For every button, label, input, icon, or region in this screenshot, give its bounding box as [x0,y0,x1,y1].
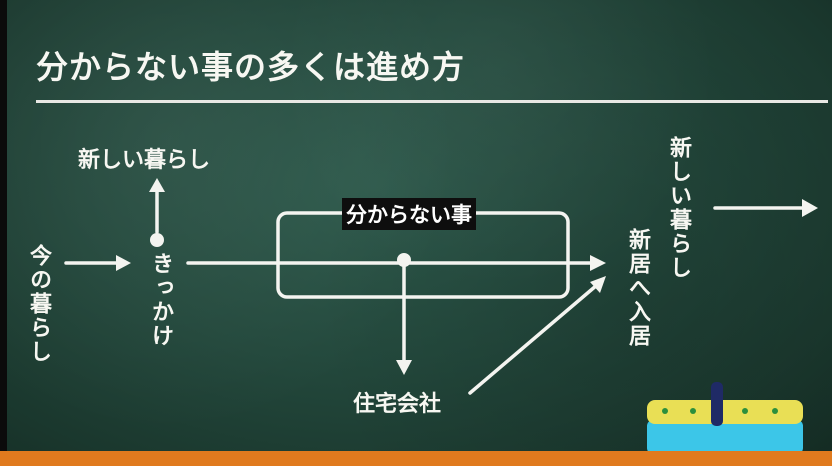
slide-title: 分からない事の多くは進め方 [36,48,466,86]
arrowhead-main [590,255,606,271]
arrow-housing-to-move-in [468,283,599,395]
label-trigger: きっかけ [148,252,173,348]
branch-node [397,253,411,267]
arrowhead-future [802,199,818,217]
arrowhead-current [116,255,131,271]
arrowhead-down [396,360,412,375]
label-new-life-top: 新しい暮らし [78,148,211,173]
arrowhead-trigger-up [149,178,165,192]
label-unknown-box: 分からない事 [342,198,476,230]
bottom-strip [0,451,832,466]
label-housing-company: 住宅会社 [353,392,442,417]
label-current-life: 今の暮らし [26,244,51,364]
left-frame-edge [0,0,7,466]
label-move-in: 新居へ入居 [625,228,650,348]
chalk-tray-illustration [647,382,803,454]
trigger-node [150,233,164,247]
label-new-life-right: 新しい暮らし [666,136,691,280]
arrowhead-diagonal [590,276,606,293]
title-underline [36,100,828,103]
